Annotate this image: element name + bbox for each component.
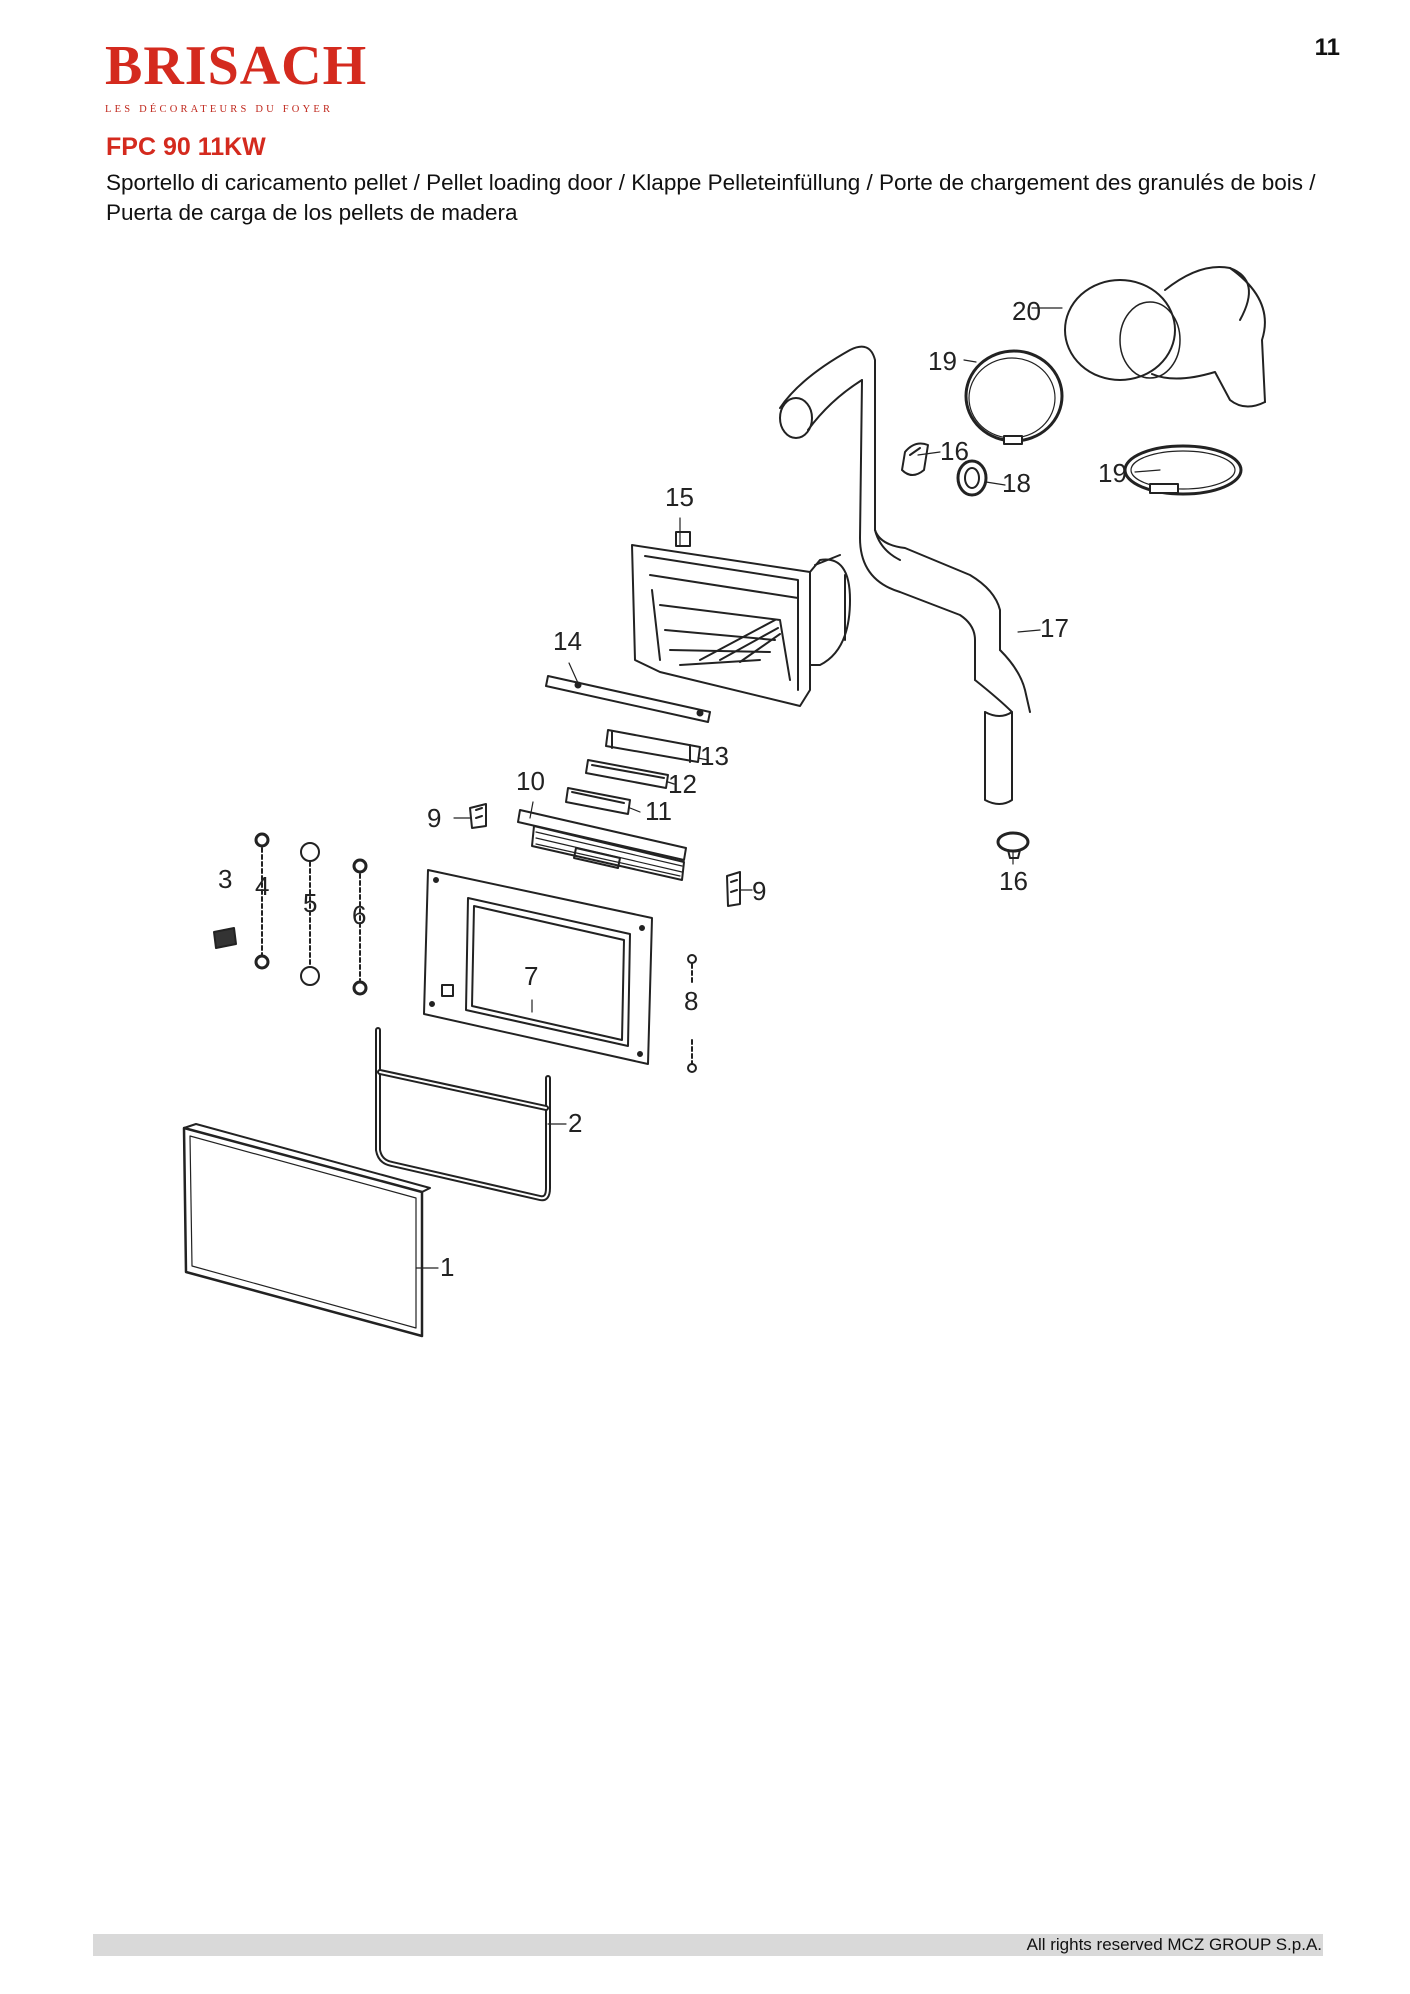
page-subtitle: Sportello di caricamento pellet / Pellet… xyxy=(106,170,1316,225)
part-10-handle xyxy=(517,809,687,881)
part-9-right-hinge xyxy=(726,871,741,907)
part-5-washer xyxy=(300,842,320,862)
callout-7: 7 xyxy=(524,961,538,991)
part-2-gasket xyxy=(375,1027,551,1202)
callout-2: 2 xyxy=(568,1108,582,1138)
logo-wordmark: BRISACH xyxy=(105,35,368,97)
part-18-ring xyxy=(956,459,988,497)
callout-14: 14 xyxy=(553,626,582,656)
callout-17: 17 xyxy=(1040,613,1069,643)
part-7-door-frame xyxy=(423,869,653,1065)
part-9-left-hinge xyxy=(469,803,487,829)
part-4-nut xyxy=(254,832,270,848)
part-6-bushing xyxy=(352,858,368,874)
callout-3: 3 xyxy=(218,864,232,894)
callout-20: 20 xyxy=(1012,296,1041,326)
footer-copyright: All rights reserved MCZ GROUP S.p.A. xyxy=(1026,1935,1322,1954)
footer-bar xyxy=(93,1934,1323,1956)
callout-10: 10 xyxy=(516,766,545,796)
callout-16-upper: 16 xyxy=(940,436,969,466)
callout-4: 4 xyxy=(255,871,269,901)
part-20-elbow xyxy=(1064,266,1266,408)
callout-18: 18 xyxy=(1002,468,1031,498)
model-title: FPC 90 11KW xyxy=(106,133,266,161)
part-19-lower-clamp xyxy=(1123,444,1243,496)
part-1-glass-panel xyxy=(182,1123,431,1338)
part-12-bracket xyxy=(585,759,669,789)
callout-19-upper: 19 xyxy=(928,346,957,376)
callout-13: 13 xyxy=(700,741,729,771)
part-17-pipe xyxy=(779,345,1031,805)
callout-19-lower: 19 xyxy=(1098,458,1127,488)
callout-1: 1 xyxy=(440,1252,454,1282)
part-16-lower-ring xyxy=(996,831,1030,853)
part-19-upper-clamp xyxy=(964,349,1064,443)
part-14-strip xyxy=(545,675,711,723)
part-8-screw xyxy=(687,954,697,964)
callout-16-lower: 16 xyxy=(999,866,1028,896)
page-number: 11 xyxy=(1314,34,1340,61)
brisach-logo: BRISACH LES DÉCORATEURS DU FOYER xyxy=(105,35,368,115)
part-3-latch xyxy=(213,927,237,949)
part-15-hopper xyxy=(631,531,851,707)
callout-12: 12 xyxy=(668,769,697,799)
part-16-upper-clip xyxy=(901,442,929,476)
callout-9-left: 9 xyxy=(427,803,441,833)
callout-11: 11 xyxy=(645,796,672,826)
callout-9-right: 9 xyxy=(752,876,766,906)
part-13-bracket xyxy=(605,729,701,763)
callout-8: 8 xyxy=(684,986,698,1016)
callout-5: 5 xyxy=(303,888,317,918)
callout-15: 15 xyxy=(665,482,694,512)
logo-tagline: LES DÉCORATEURS DU FOYER xyxy=(105,104,334,115)
callout-6: 6 xyxy=(352,900,366,930)
